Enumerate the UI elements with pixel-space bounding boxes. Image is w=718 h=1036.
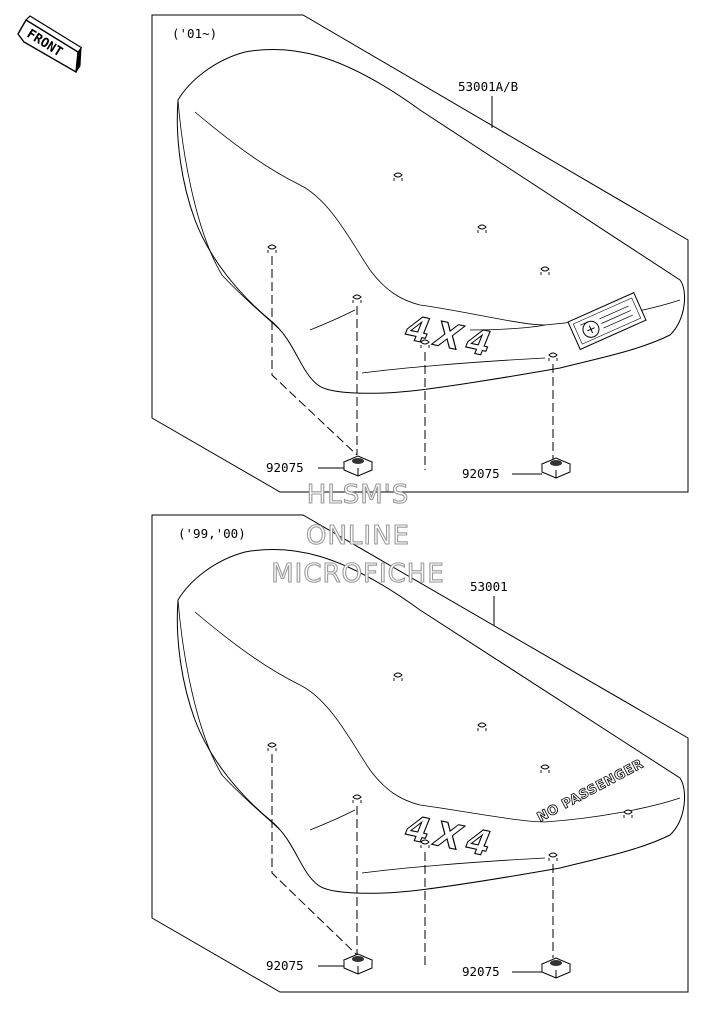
seat-graphic-4x4: 4X4 xyxy=(399,309,504,365)
no-passenger-decal: NO PASSENGER xyxy=(535,757,647,826)
fastener-right: 92075 xyxy=(462,457,571,481)
panel-frame xyxy=(151,14,689,493)
part-number-fastener-right: 92075 xyxy=(462,466,500,481)
panel-2001-onward: ('01~) 4X4 xyxy=(151,14,689,493)
panel-frame xyxy=(151,514,689,993)
watermark: HLSM'S ONLINE MICROFICHE xyxy=(271,479,445,589)
part-number-seat: 53001 xyxy=(470,579,508,594)
part-number-fastener-right: 92075 xyxy=(462,964,500,979)
seat-cover-53001 xyxy=(176,548,686,894)
year-label: ('99,'00) xyxy=(178,526,246,541)
fastener-left: 92075 xyxy=(266,953,373,975)
year-label: ('01~) xyxy=(172,26,217,41)
fastener-left: 92075 xyxy=(266,455,373,477)
part-number-fastener-left: 92075 xyxy=(266,958,304,973)
watermark-line-1: HLSM'S xyxy=(307,480,410,510)
fastener-right: 92075 xyxy=(462,957,571,979)
watermark-line-2: ONLINE xyxy=(306,521,410,551)
watermark-line-3: MICROFICHE xyxy=(271,559,445,589)
front-direction-badge: FRONT xyxy=(17,15,83,74)
part-number-fastener-left: 92075 xyxy=(266,460,304,475)
seat-graphic-4x4: 4X4 xyxy=(399,809,504,865)
part-number-seat: 53001A/B xyxy=(458,79,518,94)
warning-decal-icon xyxy=(567,292,647,351)
